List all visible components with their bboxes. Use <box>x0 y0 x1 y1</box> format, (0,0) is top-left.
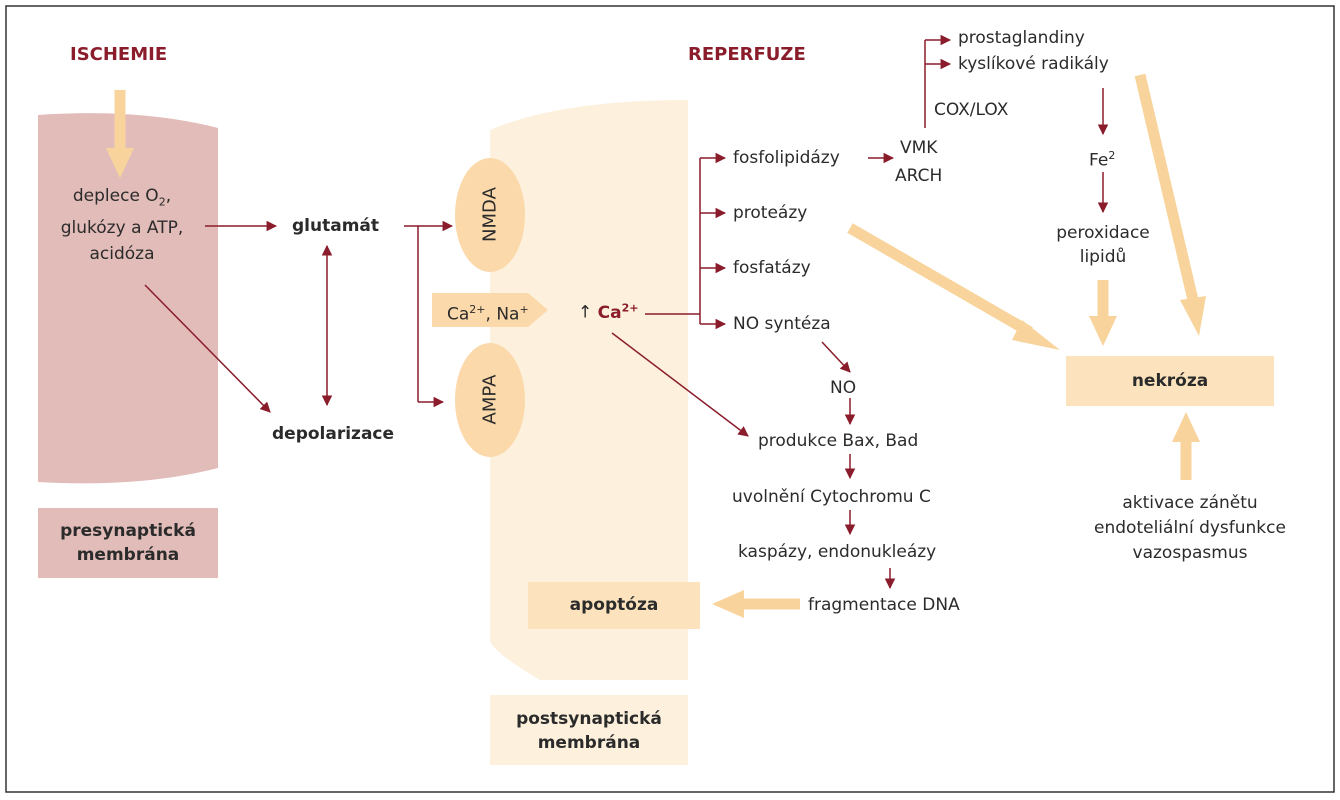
apoptoza-thick-arrow-head <box>712 590 744 618</box>
ca-na-ions-label: Ca2+, Na+ <box>447 303 529 325</box>
zanet-thick-arrow-head <box>1172 412 1200 442</box>
depolarizace-label: depolarizace <box>272 424 395 444</box>
arch-label: ARCH <box>895 166 943 186</box>
diagram-frame <box>5 5 1335 793</box>
nekroza-box <box>1066 356 1274 406</box>
presynaptic-membrane-shape <box>38 113 218 484</box>
fosfatazy-label: fosfatázy <box>733 258 811 278</box>
kyslikove-radikaly-label: kyslíkové radikály <box>958 54 1109 74</box>
nmda-receptor <box>455 158 525 272</box>
deplece-line2: glukózy a ATP, <box>60 218 184 239</box>
presynaptic-label-box <box>38 508 218 578</box>
proteazy-label: proteázy <box>733 203 808 223</box>
prostaglandiny-label: prostaglandiny <box>958 28 1085 48</box>
peroxidace-thick-arrow-head <box>1089 316 1117 346</box>
peroxidace-label-line1: peroxidace <box>1056 223 1150 243</box>
deplece-line1: deplece O2, <box>72 186 172 209</box>
glutamat-label: glutamát <box>292 216 380 236</box>
arrow-synteza-no <box>821 341 851 373</box>
proteazy-thick-arrow-head <box>1012 320 1060 350</box>
radikaly-thick-arrow-shaft <box>1134 73 1199 302</box>
cytochrom-label: uvolnění Cytochromu C <box>732 487 931 507</box>
postsynaptic-membrane-shape <box>490 100 688 680</box>
ion-channel-shape <box>432 293 548 327</box>
apoptoza-box <box>528 582 700 629</box>
no-label: NO <box>830 378 857 398</box>
apoptoza-label: apoptóza <box>569 595 659 615</box>
zanet-label-line1: aktivace zánětu <box>1122 493 1258 513</box>
deplece-text: deplece O2, glukózy a ATP, acidóza <box>44 183 200 267</box>
nmda-label: NMDA <box>479 187 501 242</box>
reperfuze-title: REPERFUZE <box>688 44 806 65</box>
ampa-label: AMPA <box>479 374 501 425</box>
postsynaptic-label-box <box>490 695 688 765</box>
fragmentace-dna-label: fragmentace DNA <box>808 595 960 615</box>
postsynaptic-label-line1: postsynaptická <box>516 709 662 729</box>
ca-increase-label: ↑ Ca2+ <box>578 301 639 323</box>
fosfolipidazy-label: fosfolipidázy <box>733 148 840 168</box>
vmk-label: VMK <box>900 138 938 158</box>
bax-bad-label: produkce Bax, Bad <box>758 431 919 451</box>
arrow-deplece-depolarizace <box>144 284 271 413</box>
peroxidace-label-line2: lipidů <box>1079 247 1127 267</box>
ischemie-title: ISCHEMIE <box>70 44 168 65</box>
arrow-ca-to-bax <box>611 332 749 437</box>
kaspazy-label: kaspázy, endonukleázy <box>738 542 937 562</box>
fe-label: Fe2 <box>1089 149 1116 171</box>
zanet-label-line2: endoteliální dysfunkce <box>1094 518 1286 538</box>
no-synteza-label: NO syntéza <box>733 314 831 334</box>
presynaptic-label-line2: membrána <box>76 545 180 565</box>
deplece-line3: acidóza <box>89 244 155 265</box>
ischemia-thick-arrow-head <box>106 148 134 178</box>
zanet-label-line3: vazospasmus <box>1132 543 1248 563</box>
proteazy-thick-arrow-shaft <box>847 223 1033 337</box>
cox-lox-label: COX/LOX <box>934 100 1009 120</box>
presynaptic-label-line1: presynaptická <box>60 521 196 541</box>
nekroza-label: nekróza <box>1131 371 1209 391</box>
radikaly-thick-arrow-head <box>1180 296 1206 336</box>
ampa-receptor <box>455 343 525 457</box>
postsynaptic-label-line2: membrána <box>537 733 641 753</box>
glutamat-branch-line <box>404 225 419 402</box>
